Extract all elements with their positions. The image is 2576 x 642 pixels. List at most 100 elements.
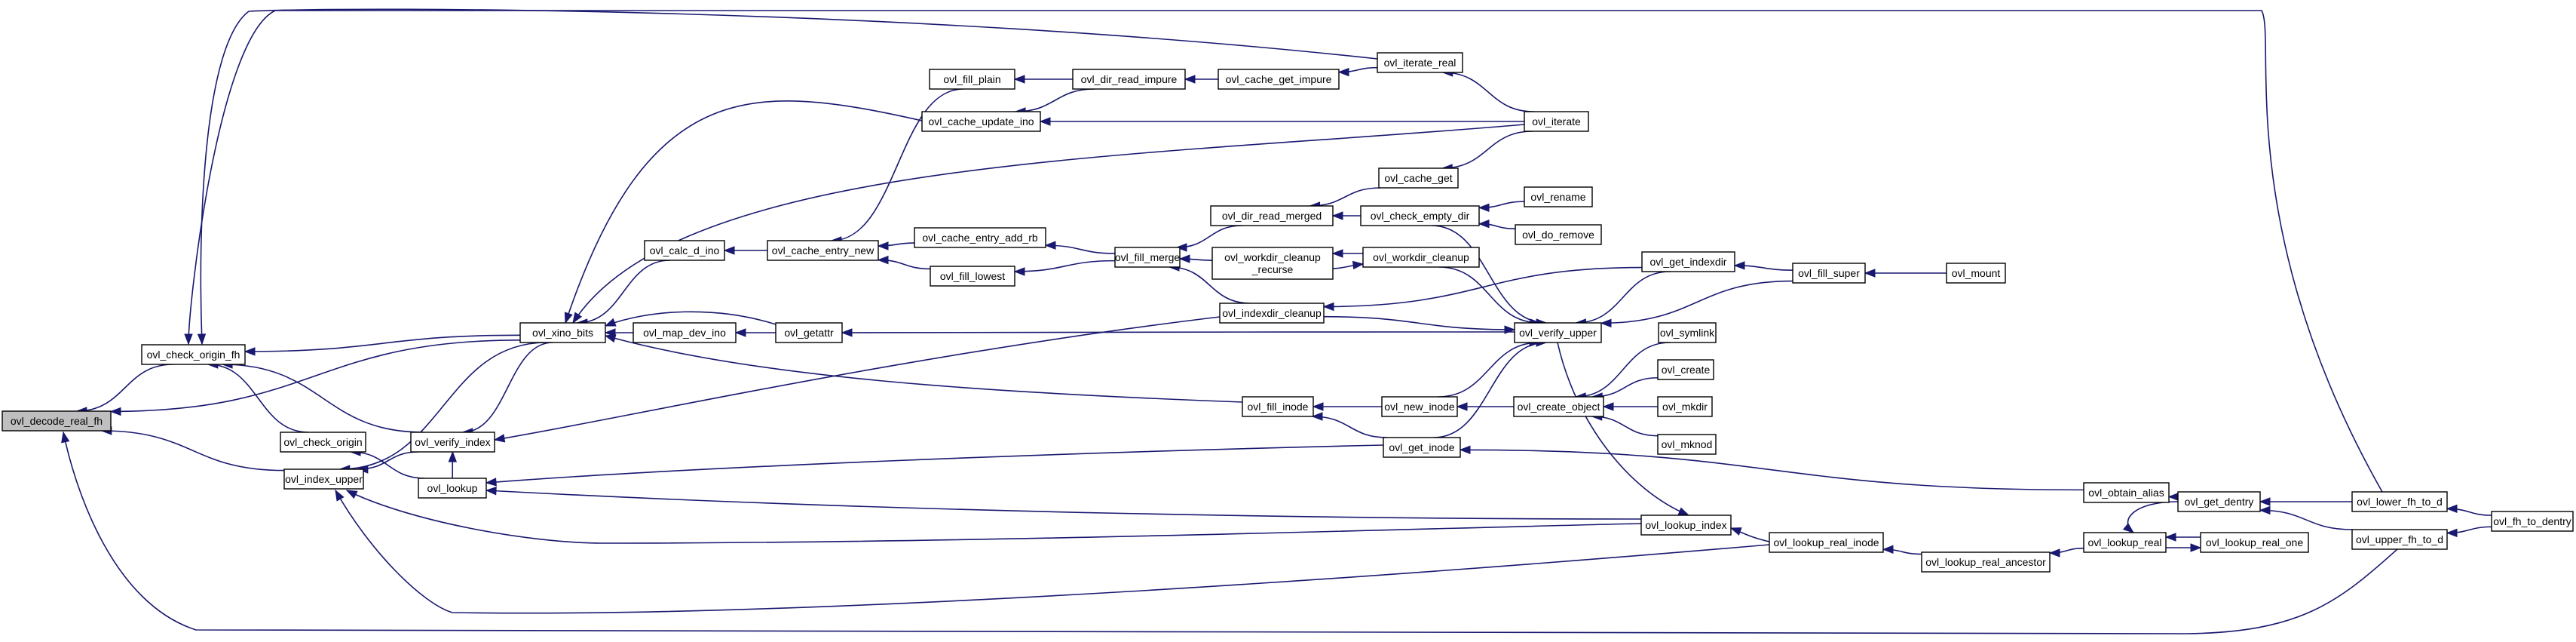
node-ovl-get-inode[interactable]: ovl_get_inode xyxy=(1383,437,1461,458)
node-box xyxy=(921,111,1041,132)
node-box xyxy=(2083,482,2170,503)
node-ovl-iterate[interactable]: ovl_iterate xyxy=(1524,111,1589,132)
edge-arrowhead xyxy=(572,312,583,324)
node-box xyxy=(1381,396,1458,417)
node-label: ovl_iterate xyxy=(1532,115,1581,127)
node-ovl-lookup-real[interactable]: ovl_lookup_real xyxy=(2083,532,2167,553)
edge-arrowhead xyxy=(1337,67,1349,77)
edge-line xyxy=(605,335,1243,403)
node-ovl-cache-get[interactable]: ovl_cache_get xyxy=(1378,167,1459,189)
node-ovl-obtain-alias[interactable]: ovl_obtain_alias xyxy=(2083,482,2170,503)
node-ovl-create-object[interactable]: ovl_create_object xyxy=(1513,396,1604,417)
node-ovl-indexdir-cleanup[interactable]: ovl_indexdir_cleanup xyxy=(1219,303,1325,324)
node-box xyxy=(1657,434,1717,455)
node-box xyxy=(1921,551,2051,573)
edge-line xyxy=(1323,315,1515,330)
node-ovl-fh-to-dentry[interactable]: ovl_fh_to_dentry xyxy=(2491,511,2574,532)
call-edge xyxy=(2446,526,2492,538)
node-label: ovl_cache_entry_new xyxy=(772,244,874,256)
node-ovl-cache-update-ino[interactable]: ovl_cache_update_ino xyxy=(921,111,1041,132)
node-ovl-fill-merge[interactable]: ovl_fill_merge xyxy=(1114,247,1181,268)
node-label: ovl_fill_plain xyxy=(943,73,1000,85)
node-label: ovl_lower_fh_to_d xyxy=(2357,496,2443,508)
node-ovl-do-remove[interactable]: ovl_do_remove xyxy=(1515,224,1602,245)
node-ovl-rename[interactable]: ovl_rename xyxy=(1524,186,1593,207)
call-edge xyxy=(1184,75,1219,84)
call-edge xyxy=(2259,497,2352,506)
call-edge xyxy=(734,328,776,337)
edge-line xyxy=(1309,187,1380,207)
call-edge xyxy=(2446,504,2492,516)
edge-arrowhead xyxy=(2164,533,2176,542)
node-ovl-mknod[interactable]: ovl_mknod xyxy=(1657,434,1717,455)
node-ovl-lookup-real-one[interactable]: ovl_lookup_real_one xyxy=(2200,532,2309,553)
node-ovl-calc-d-ino[interactable]: ovl_calc_d_ino xyxy=(644,240,725,261)
edge-line xyxy=(1312,416,1388,438)
node-ovl-check-origin-fh[interactable]: ovl_check_origin_fh xyxy=(141,344,246,365)
node-ovl-verify-upper[interactable]: ovl_verify_upper xyxy=(1514,322,1602,343)
node-ovl-verify-index[interactable]: ovl_verify_index xyxy=(410,432,495,453)
node-ovl-fill-plain[interactable]: ovl_fill_plain xyxy=(929,69,1015,90)
node-ovl-check-empty-dir[interactable]: ovl_check_empty_dir xyxy=(1360,205,1480,226)
call-edge xyxy=(184,10,2383,493)
node-ovl-dir-read-merged[interactable]: ovl_dir_read_merged xyxy=(1210,205,1334,226)
node-box xyxy=(2351,491,2448,512)
node-box xyxy=(929,69,1015,90)
call-edge xyxy=(1044,241,1116,254)
node-box xyxy=(775,322,843,343)
node-ovl-workdir-cleanup-recurse[interactable]: ovl_workdir_cleanup_recurse xyxy=(1211,247,1334,280)
edge-line xyxy=(831,88,964,241)
node-box xyxy=(1641,251,1735,272)
node-ovl-getattr[interactable]: ovl_getattr xyxy=(775,322,843,343)
node-label: ovl_check_origin xyxy=(283,436,362,448)
node-ovl-get-dentry[interactable]: ovl_get_dentry xyxy=(2177,491,2261,512)
edge-line xyxy=(1442,131,1533,169)
node-ovl-map-dev-ino[interactable]: ovl_map_dev_ino xyxy=(633,322,737,343)
call-edge xyxy=(1438,338,1541,398)
edge-arrowhead xyxy=(485,478,497,487)
node-label: ovl_iterate_real xyxy=(1384,57,1456,69)
node-ovl-workdir-cleanup[interactable]: ovl_workdir_cleanup xyxy=(1362,247,1480,268)
node-ovl-cache-get-impure[interactable]: ovl_cache_get_impure xyxy=(1218,69,1340,90)
node-ovl-cache-entry-new[interactable]: ovl_cache_entry_new xyxy=(767,240,879,261)
node-ovl-lookup-real-inode[interactable]: ovl_lookup_real_inode xyxy=(1769,532,1884,553)
edge-line xyxy=(1045,244,1116,254)
node-box xyxy=(1792,263,1866,284)
node-ovl-xino-bits[interactable]: ovl_xino_bits xyxy=(519,322,606,343)
edge-arrowhead xyxy=(1459,445,1471,455)
edge-arrowhead xyxy=(1478,219,1490,229)
node-ovl-fill-super[interactable]: ovl_fill_super xyxy=(1792,263,1866,284)
node-ovl-lookup[interactable]: ovl_lookup xyxy=(418,478,487,499)
node-ovl-upper-fh-to-d[interactable]: ovl_upper_fh_to_d xyxy=(2351,529,2448,550)
call-edge xyxy=(1331,249,1363,258)
node-ovl-decode-real-fh[interactable]: ovl_decode_real_fh xyxy=(2,410,112,432)
node-ovl-dir-read-impure[interactable]: ovl_dir_read_impure xyxy=(1072,69,1186,90)
node-ovl-check-origin[interactable]: ovl_check_origin xyxy=(280,432,366,453)
node-box xyxy=(1513,396,1604,417)
node-ovl-get-indexdir[interactable]: ovl_get_indexdir xyxy=(1641,251,1735,272)
edge-arrowhead xyxy=(109,407,121,416)
node-ovl-lower-fh-to-d[interactable]: ovl_lower_fh_to_d xyxy=(2351,491,2448,512)
node-ovl-fill-lowest[interactable]: ovl_fill_lowest xyxy=(930,266,1015,287)
node-ovl-lookup-index[interactable]: ovl_lookup_index xyxy=(1640,515,1732,536)
edge-line xyxy=(485,490,1642,520)
node-ovl-index-upper[interactable]: ovl_index_upper xyxy=(283,468,364,490)
node-ovl-iterate-real[interactable]: ovl_iterate_real xyxy=(1377,52,1463,73)
node-label: ovl_do_remove xyxy=(1522,229,1594,241)
node-ovl-symlink[interactable]: ovl_symlink xyxy=(1658,322,1717,343)
node-ovl-cache-entry-add-rb[interactable]: ovl_cache_entry_add_rb xyxy=(914,227,1046,248)
node-ovl-create[interactable]: ovl_create xyxy=(1657,359,1714,380)
call-edge xyxy=(1441,68,1534,112)
node-box xyxy=(1515,224,1602,245)
call-edge xyxy=(2165,543,2202,552)
node-box xyxy=(283,468,364,490)
node-ovl-fill-inode[interactable]: ovl_fill_inode xyxy=(1242,396,1314,417)
edge-arrowhead xyxy=(1322,302,1334,312)
edge-line xyxy=(188,10,2383,493)
node-ovl-lookup-real-ancestor[interactable]: ovl_lookup_real_ancestor xyxy=(1921,551,2051,573)
node-box xyxy=(410,432,495,453)
node-ovl-mount[interactable]: ovl_mount xyxy=(1946,263,2006,284)
node-box xyxy=(1362,247,1480,268)
node-ovl-mkdir[interactable]: ovl_mkdir xyxy=(1657,396,1713,417)
node-ovl-new-inode[interactable]: ovl_new_inode xyxy=(1381,396,1458,417)
